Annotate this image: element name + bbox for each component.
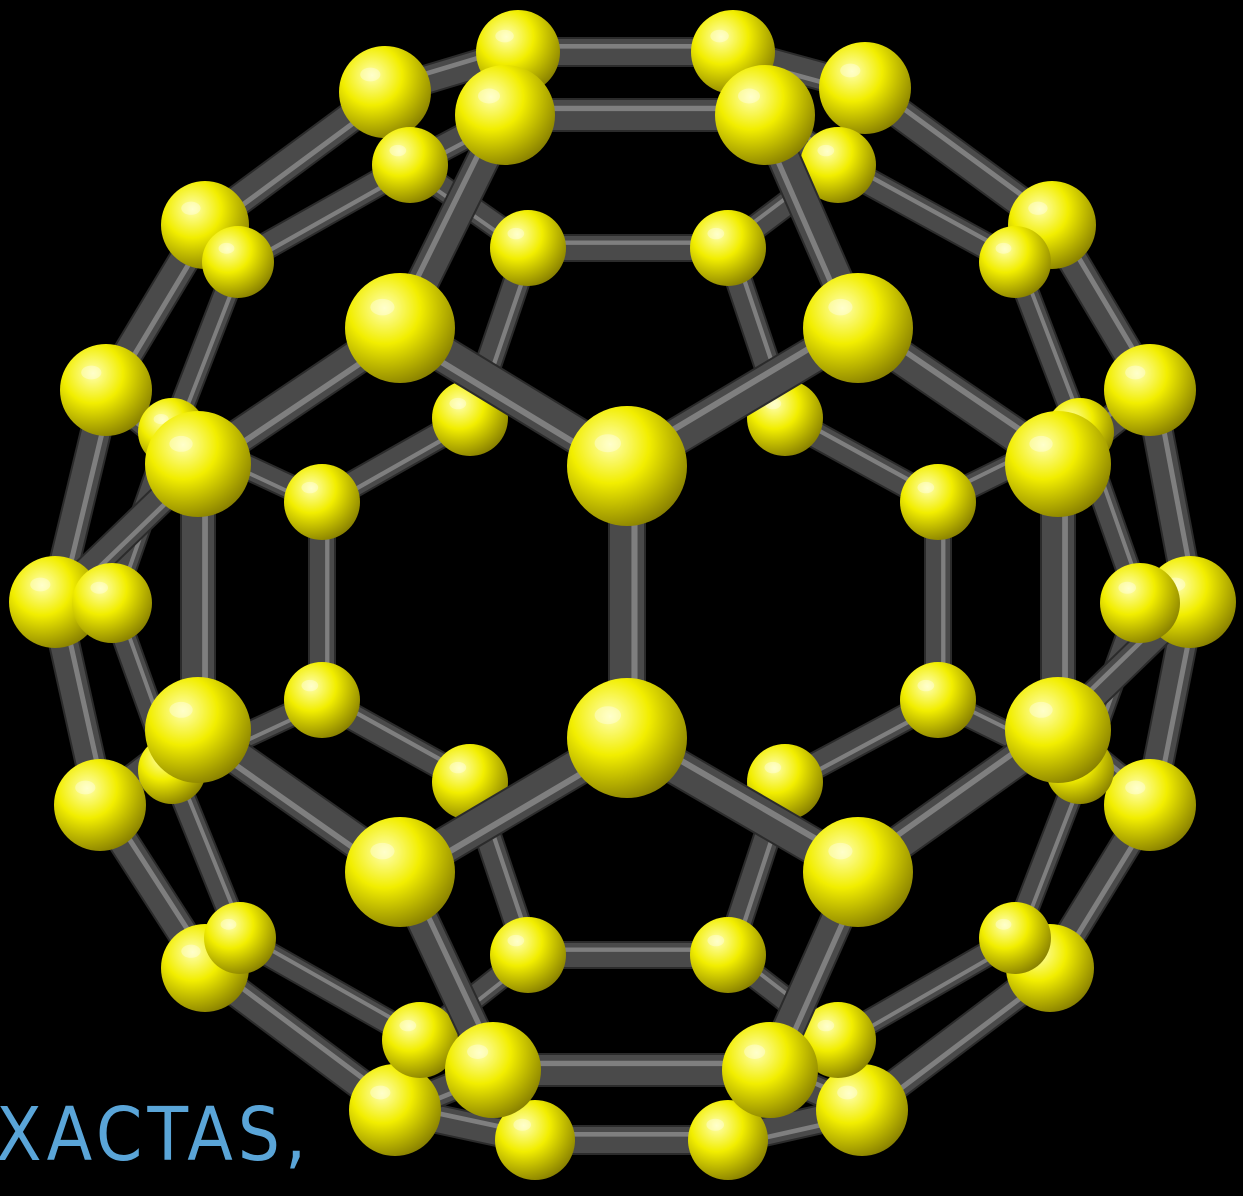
front-atoms bbox=[145, 65, 1111, 1118]
atom-sphere-icon bbox=[1005, 677, 1111, 783]
atom-sphere-icon bbox=[690, 917, 766, 993]
atom-sphere-icon bbox=[979, 226, 1051, 298]
atom-sphere-icon bbox=[204, 902, 276, 974]
atom-sphere-icon bbox=[345, 273, 455, 383]
atom-sphere-icon bbox=[900, 464, 976, 540]
atom-sphere-icon bbox=[382, 1002, 458, 1078]
atom-sphere-icon bbox=[803, 273, 913, 383]
atom-sphere-icon bbox=[284, 662, 360, 738]
atom-sphere-icon bbox=[900, 662, 976, 738]
atom-sphere-icon bbox=[339, 46, 431, 138]
atom-sphere-icon bbox=[567, 678, 687, 798]
atom-sphere-icon bbox=[349, 1064, 441, 1156]
atom-sphere-icon bbox=[800, 1002, 876, 1078]
atom-sphere-icon bbox=[690, 210, 766, 286]
atom-sphere-icon bbox=[455, 65, 555, 165]
atom-sphere-icon bbox=[715, 65, 815, 165]
atom-sphere-icon bbox=[816, 1064, 908, 1156]
atom-sphere-icon bbox=[9, 556, 101, 648]
atom-sphere-icon bbox=[54, 759, 146, 851]
atom-sphere-icon bbox=[1005, 411, 1111, 517]
atom-sphere-icon bbox=[490, 917, 566, 993]
atom-sphere-icon bbox=[1100, 563, 1180, 643]
atom-sphere-icon bbox=[345, 817, 455, 927]
atom-sphere-icon bbox=[1104, 344, 1196, 436]
atom-sphere-icon bbox=[145, 411, 251, 517]
atom-sphere-icon bbox=[688, 1100, 768, 1180]
atom-sphere-icon bbox=[819, 42, 911, 134]
caption-text: XACTAS, bbox=[0, 1092, 312, 1178]
atom-sphere-icon bbox=[284, 464, 360, 540]
atom-sphere-icon bbox=[72, 563, 152, 643]
atom-sphere-icon bbox=[60, 344, 152, 436]
atom-sphere-icon bbox=[979, 902, 1051, 974]
atom-sphere-icon bbox=[722, 1022, 818, 1118]
atom-sphere-icon bbox=[803, 817, 913, 927]
atom-sphere-icon bbox=[145, 677, 251, 783]
atom-sphere-icon bbox=[567, 406, 687, 526]
atom-sphere-icon bbox=[372, 127, 448, 203]
atom-sphere-icon bbox=[490, 210, 566, 286]
atom-sphere-icon bbox=[1104, 759, 1196, 851]
atom-sphere-icon bbox=[800, 127, 876, 203]
atom-sphere-icon bbox=[495, 1100, 575, 1180]
atom-sphere-icon bbox=[202, 226, 274, 298]
atom-sphere-icon bbox=[445, 1022, 541, 1118]
